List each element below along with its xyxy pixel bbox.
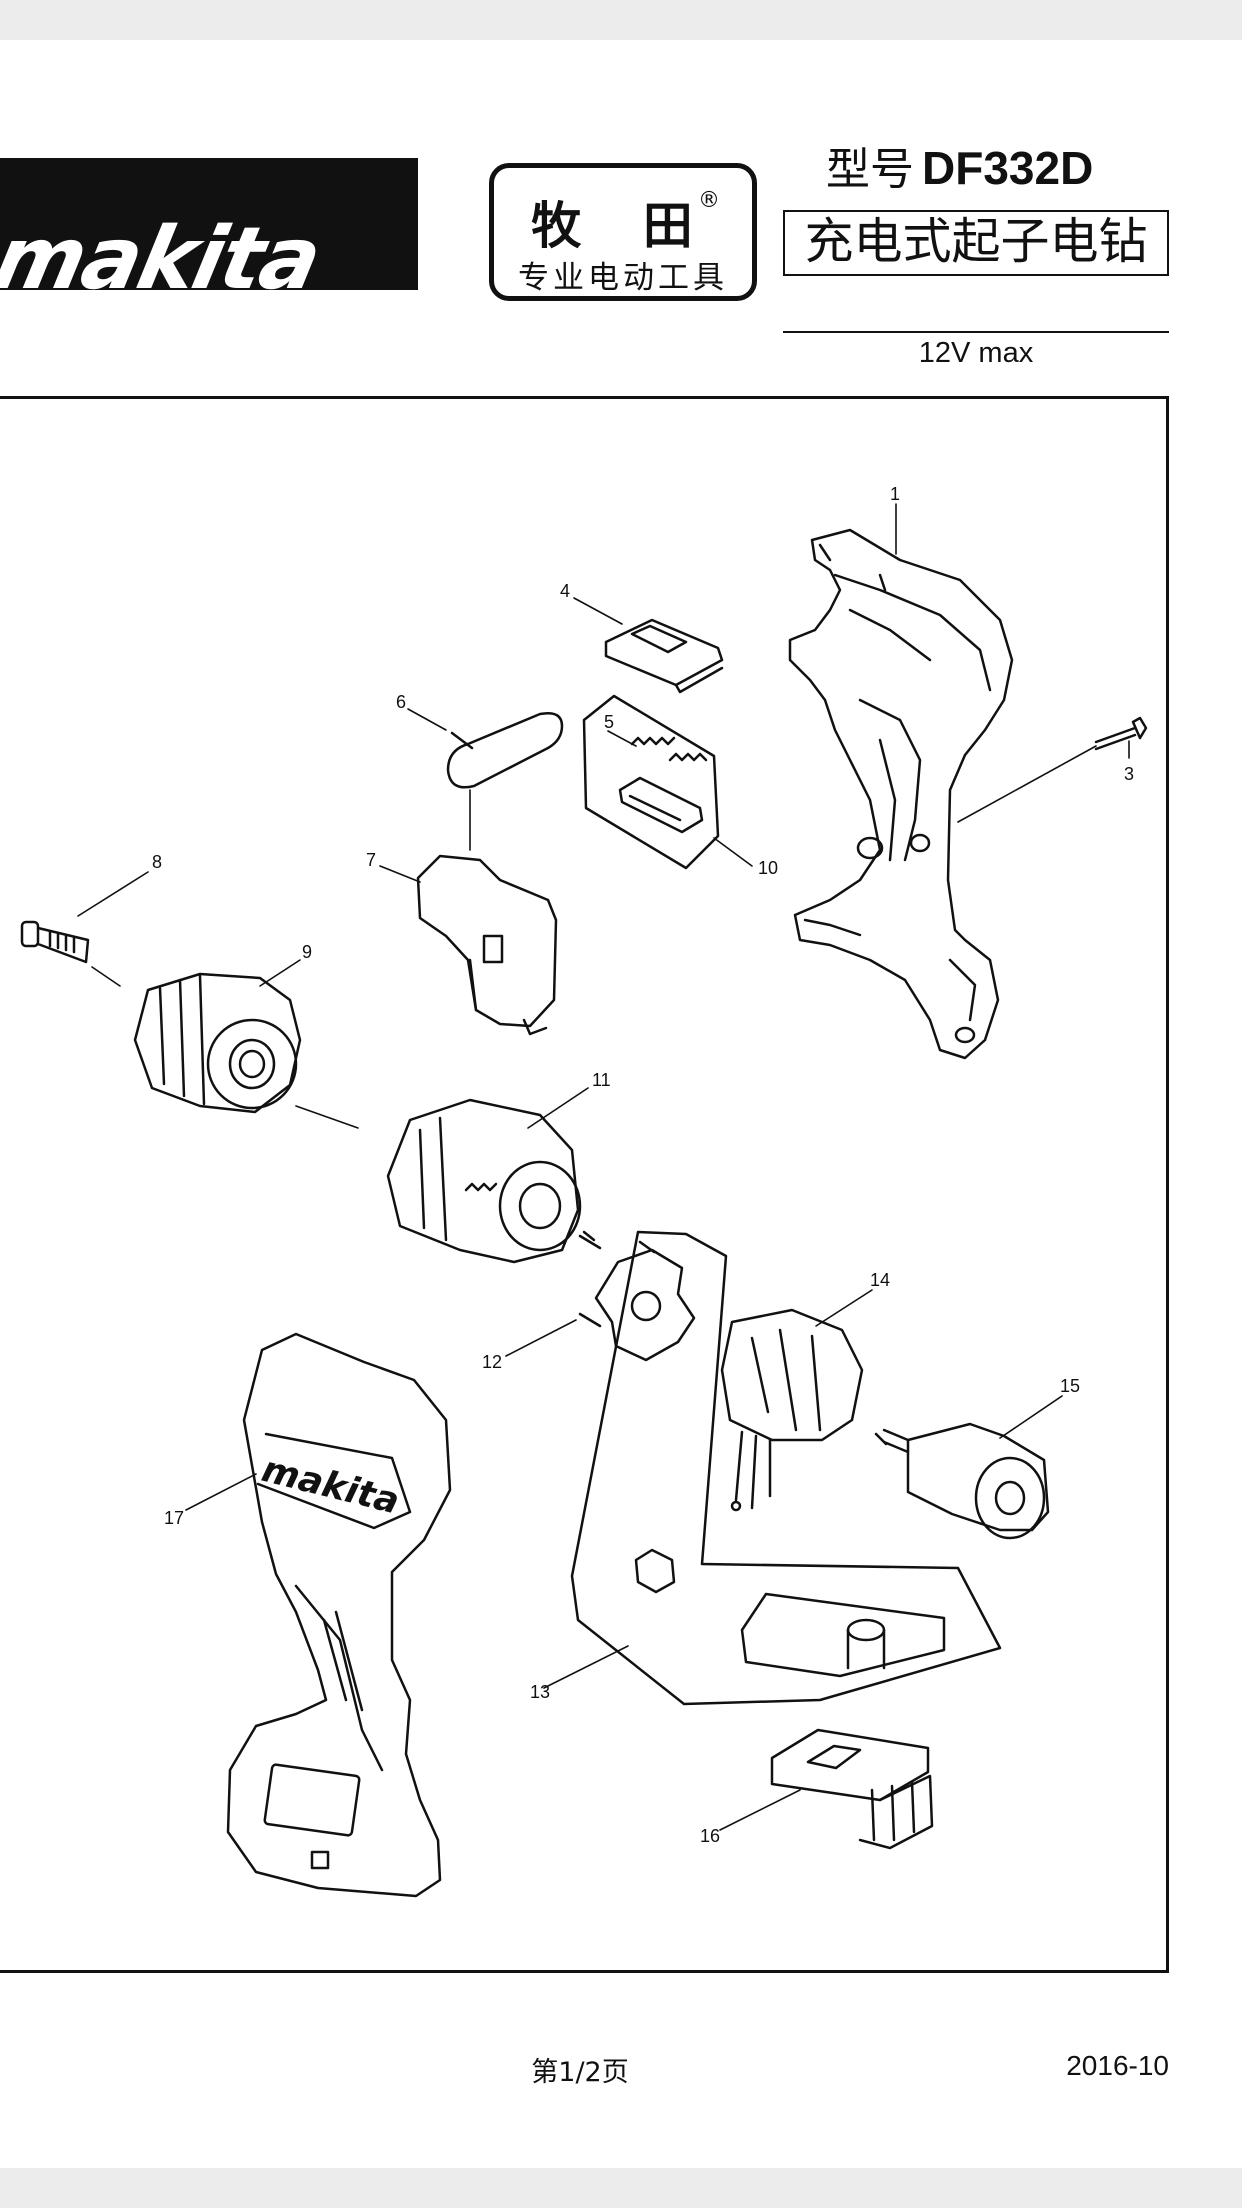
makita-logo: makita bbox=[0, 158, 418, 290]
part-13-controller-assembly bbox=[570, 1230, 1002, 1706]
part-3-screw bbox=[1094, 716, 1148, 751]
part-17-housing-set: makita bbox=[226, 1332, 452, 1898]
callout-11: 11 bbox=[592, 1070, 611, 1090]
part-10-lever-assembly bbox=[582, 694, 720, 870]
part-4-lever bbox=[604, 618, 724, 694]
callout-6: 6 bbox=[396, 692, 406, 712]
bottom-band bbox=[0, 2168, 1242, 2208]
part-7-switch bbox=[416, 854, 558, 1036]
callout-10: 10 bbox=[758, 858, 778, 878]
top-band bbox=[0, 0, 1242, 40]
part-12-screws bbox=[578, 1230, 656, 1328]
callout-5: 5 bbox=[604, 712, 614, 732]
logo-registered-mark: ® bbox=[383, 198, 409, 228]
part-11-gear-assembly bbox=[386, 1098, 582, 1264]
chinese-brand-registered-mark: ® bbox=[698, 188, 720, 213]
callout-16: 16 bbox=[700, 1826, 720, 1846]
part-8-chuck-screw bbox=[20, 920, 90, 964]
leader-lines bbox=[77, 503, 1130, 1831]
callout-17: 17 bbox=[164, 1508, 184, 1528]
page-number: 第1/2页 bbox=[531, 2057, 629, 2088]
chinese-brand-name: 牧 田 bbox=[531, 197, 715, 255]
callout-numbers: 1 3 4 5 6 7 8 9 10 11 12 13 14 15 16 17 bbox=[152, 484, 1134, 1846]
callout-9: 9 bbox=[302, 942, 312, 962]
part-9-keyless-chuck bbox=[133, 972, 302, 1114]
voltage-label: 12V max bbox=[918, 337, 1034, 369]
chinese-brand-subtitle: 专业电动工具 bbox=[518, 260, 728, 296]
callout-3: 3 bbox=[1124, 764, 1134, 784]
callout-4: 4 bbox=[560, 581, 570, 601]
callout-7: 7 bbox=[366, 850, 376, 870]
part-5-springs bbox=[630, 736, 708, 762]
document-date: 2016-10 bbox=[1066, 2050, 1169, 2081]
product-name: 充电式起子电钻 bbox=[783, 210, 1169, 276]
part-6-switch-lever bbox=[446, 712, 564, 789]
part-1-housing-half bbox=[788, 528, 1014, 1060]
callout-12: 12 bbox=[482, 1352, 502, 1372]
callout-15: 15 bbox=[1060, 1376, 1080, 1396]
part-15-rotor bbox=[874, 1422, 1050, 1540]
chinese-brand-badge: 牧 田 ® 专业电动工具 bbox=[489, 163, 757, 301]
callout-13: 13 bbox=[530, 1682, 550, 1702]
callout-1: 1 bbox=[890, 484, 900, 504]
callout-14: 14 bbox=[870, 1270, 890, 1290]
model-code: DF332D bbox=[922, 142, 1094, 194]
model-label: 型号 bbox=[826, 144, 914, 195]
part-14-stator bbox=[720, 1308, 864, 1512]
callout-8: 8 bbox=[152, 852, 162, 872]
title-rule bbox=[783, 331, 1169, 333]
part-16-led-circuit bbox=[770, 1728, 934, 1850]
diagram-frame bbox=[0, 396, 1169, 1973]
